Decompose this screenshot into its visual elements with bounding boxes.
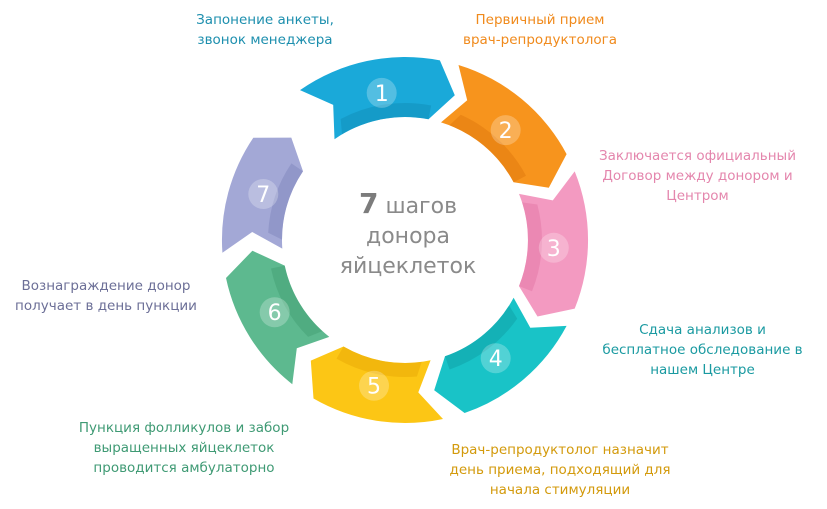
step-7-number-badge: [248, 178, 279, 209]
step-4-number: 4: [489, 347, 503, 372]
step-1-label-line: Запонение анкеты,: [196, 12, 334, 28]
center-line-2: донора: [366, 224, 450, 249]
step-3-label-line: Центром: [666, 188, 729, 204]
step-4-label: Сдача анализов и бесплатное обследование…: [590, 320, 815, 380]
step-2-label-line: врач-репродуктолога: [462, 32, 618, 48]
step-6-label: Пункция фолликулов и забор выращенных яй…: [62, 418, 306, 478]
step-7-label-line: Вознаграждение донор: [21, 278, 191, 294]
step-2-label-line: Первичный прием: [475, 12, 605, 28]
step-1-number-badge: [366, 77, 397, 108]
step-5-number-badge: [359, 370, 390, 401]
step-6-number-badge: [259, 297, 290, 328]
center-line-3: яйцеклеток: [339, 254, 477, 279]
step-2-label: Первичный прием врач-репродуктолога: [440, 10, 640, 50]
step-6-arrow: [226, 250, 330, 385]
step-7-label-line: получает в день пункции: [15, 298, 197, 314]
step-4-label-line: Сдача анализов и: [639, 322, 766, 338]
step-3-number-badge: [538, 232, 569, 263]
step-1-label-line: звонок менеджера: [197, 32, 333, 48]
step-3-label-line: Договор между донором и: [602, 168, 793, 184]
step-2-number: 2: [499, 119, 513, 144]
step-6-number: 6: [268, 301, 282, 326]
step-1-arrow: [300, 57, 455, 140]
step-3-label: Заключается официальный Договор между до…: [590, 146, 805, 206]
step-3-label-line: Заключается официальный: [599, 148, 796, 164]
step-5-arrow-shade: [336, 346, 422, 378]
step-4-label-line: бесплатное обследование в: [602, 342, 803, 358]
center-line-1: шагов: [385, 194, 458, 219]
step-2-arrow-shade: [449, 114, 526, 183]
step-7-label: Вознаграждение донор получает в день пун…: [6, 276, 206, 316]
step-7-arrow-shade: [268, 163, 303, 240]
center-number: 7: [358, 187, 379, 220]
step-5-label-line: день приема, подходящий для: [449, 462, 671, 478]
step-4-arrow-shade: [445, 305, 518, 370]
step-2-number-badge: [490, 115, 521, 146]
step-3-arrow-shade: [519, 202, 542, 292]
step-6-label-line: Пункция фолликулов и забор: [78, 420, 290, 436]
step-5-label-line: начала стимуляции: [489, 482, 631, 498]
step-5-label: Врач-репродуктолог назначит день приема,…: [434, 440, 686, 500]
step-7-number: 7: [256, 183, 270, 208]
step-4-label-line: нашем Центре: [650, 362, 755, 378]
step-1-arrow-shade: [340, 102, 432, 135]
step-6-arrow-shade: [271, 265, 323, 337]
step-6-label-line: выращенных яйцеклеток: [93, 440, 275, 456]
step-6-label-line: проводится амбулаторно: [93, 460, 275, 476]
step-5-label-line: Врач-репродуктолог назначит: [451, 442, 669, 458]
step-5-number: 5: [367, 375, 381, 400]
step-3-number: 3: [547, 237, 561, 262]
center-title: 7 шагов донора яйцеклеток: [313, 189, 503, 282]
step-4-number-badge: [480, 343, 511, 374]
step-1-number: 1: [375, 82, 389, 107]
step-4-arrow: [434, 297, 567, 413]
step-2-arrow: [441, 65, 567, 188]
step-1-label: Запонение анкеты, звонок менеджера: [170, 10, 360, 50]
